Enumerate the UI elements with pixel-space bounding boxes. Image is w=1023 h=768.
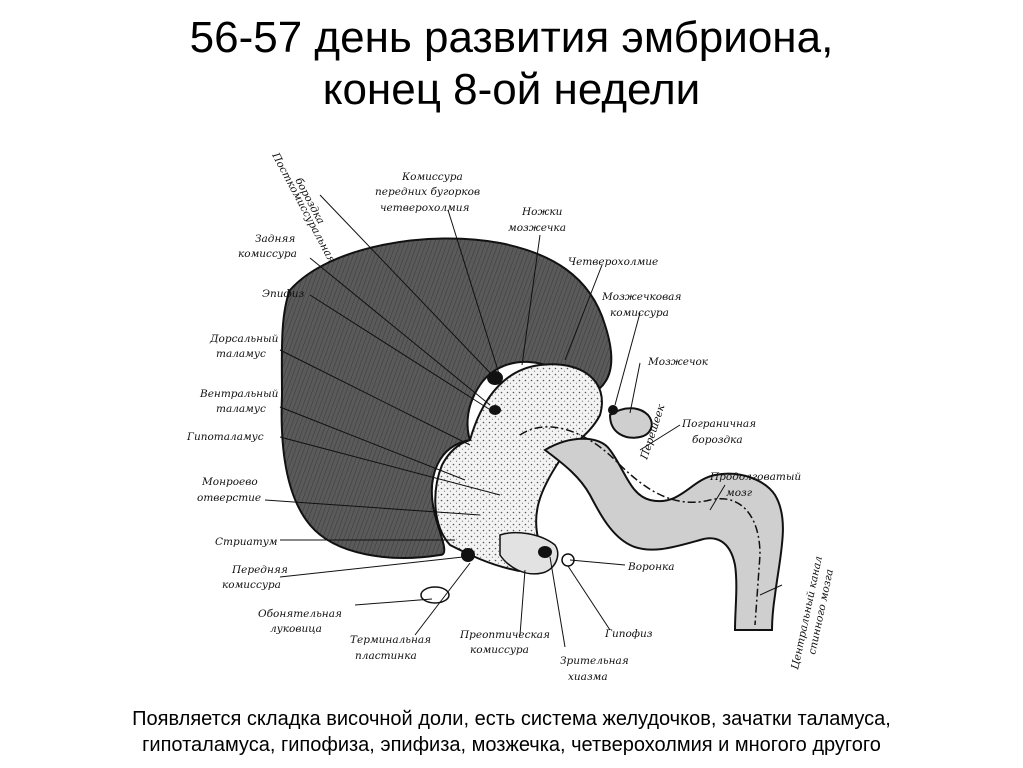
olfactory-bulb <box>420 586 450 604</box>
label-cereb-comm-1: Мозжечковая <box>601 291 681 303</box>
slide-caption: Появляется складка височной доли, есть с… <box>0 706 1023 758</box>
label-terminal-1: Терминальная <box>350 634 431 646</box>
leader-lines <box>264 194 783 648</box>
label-ventral-thal-1: Вентральный <box>199 388 279 400</box>
anterior-commissure-dot <box>461 548 475 562</box>
label-monro-1: Монроево <box>201 476 258 488</box>
label-commissure-3: четверохолмия <box>380 202 469 214</box>
label-striatum: Стриатум <box>215 536 278 548</box>
label-post-comm-1: Задняя <box>255 233 295 245</box>
infundibulum-shape <box>499 532 559 575</box>
label-preoptic-1: Преоптическая <box>459 629 550 641</box>
label-olfactory-2: луковица <box>270 623 322 635</box>
epiphysis-dot <box>489 405 501 415</box>
label-preoptic-2: комиссура <box>470 644 529 656</box>
label-ant-comm-1: Передняя <box>231 564 288 576</box>
label-epiphysis: Эпифиз <box>262 288 305 300</box>
label-cereb-comm-2: комиссура <box>610 307 669 319</box>
label-chiasm-2: хиазма <box>568 671 608 683</box>
caption-line-1: Появляется складка височной доли, есть с… <box>132 708 891 730</box>
label-chiasm-1: Зрительная <box>560 655 629 667</box>
cerebellum-shape <box>608 407 653 439</box>
label-commissure-1: Комиссура <box>401 171 463 183</box>
label-post-comm-2: комиссура <box>238 248 297 260</box>
label-medulla-1: Продолговатый <box>709 471 801 483</box>
label-olfactory-1: Обонятельная <box>258 608 342 620</box>
title-line-1: 56-57 день развития эмбриона, <box>189 13 834 62</box>
cerebellar-commissure-dot <box>608 405 618 415</box>
label-dorsal-thal-2: таламус <box>216 348 266 360</box>
label-cerebellum: Мозжечок <box>647 356 709 368</box>
title-line-2: конец 8-ой недели <box>322 65 701 114</box>
label-hypothalamus: Гипоталамус <box>186 431 264 443</box>
label-ant-comm-2: комиссура <box>222 579 281 591</box>
label-cereb-peduncles-2: мозжечка <box>508 222 566 234</box>
label-cereb-peduncles-1: Ножки <box>521 206 563 218</box>
brainstem <box>543 437 784 631</box>
label-border-sulcus-2: бороздка <box>692 434 743 446</box>
label-dorsal-thal-1: Дорсальный <box>209 333 279 345</box>
label-monro-2: отверстие <box>197 492 261 504</box>
caption-line-2: гипоталамуса, гипофиза, эпифиза, мозжечк… <box>142 734 881 756</box>
central-canal-line <box>519 426 761 626</box>
label-quadrigemina: Четверохолмие <box>568 256 658 268</box>
label-infundibulum: Воронка <box>627 561 675 573</box>
label-ventral-thal-2: таламус <box>216 403 266 415</box>
slide-title: 56-57 день развития эмбриона, конец 8-ой… <box>0 12 1023 116</box>
embryo-brain-diagram: Посткомиссуральная бороздка Комиссура пе… <box>186 150 836 683</box>
label-terminal-2: пластинка <box>355 650 417 662</box>
label-medulla-2: мозг <box>726 487 753 499</box>
preoptic-dot <box>538 546 552 558</box>
label-hypophysis: Гипофиз <box>604 628 653 640</box>
label-commissure-2: передних бугорков <box>375 186 480 198</box>
diencephalon <box>434 363 603 572</box>
label-border-sulcus-1: Пограничная <box>681 418 756 430</box>
